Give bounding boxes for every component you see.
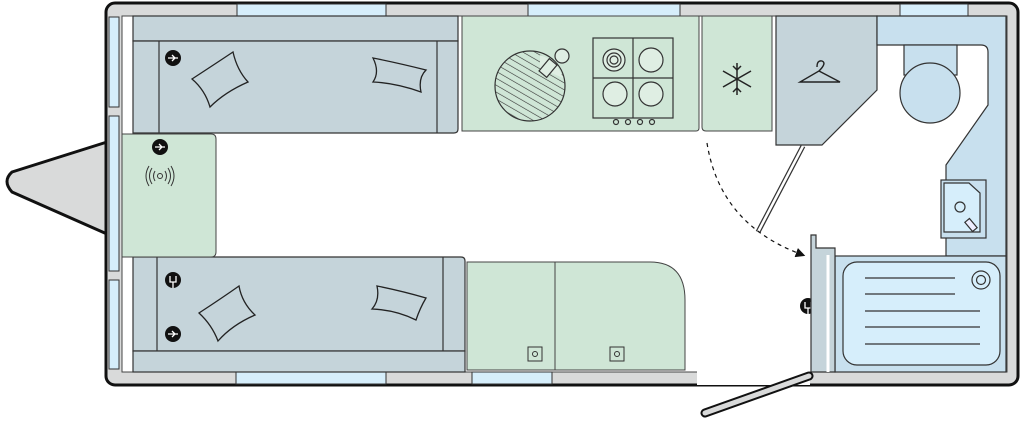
sink-icon	[940, 179, 987, 239]
wardrobe	[775, 15, 878, 146]
window	[527, 3, 681, 17]
wifi-signal-icon	[145, 165, 175, 187]
power-socket-icon	[165, 272, 181, 288]
window	[471, 371, 553, 385]
front-table	[121, 133, 217, 258]
bathroom-partition	[810, 234, 836, 373]
shower-icon	[865, 270, 991, 345]
a-frame-hitch	[5, 140, 109, 236]
hanger-icon	[797, 60, 841, 83]
door-swing-arrow	[706, 142, 806, 258]
kitchen-cabinets-bottom	[466, 261, 686, 371]
sink-round	[494, 48, 570, 122]
window	[108, 115, 120, 272]
shower-tray	[842, 261, 1001, 366]
tv-socket-icon	[527, 346, 625, 362]
pillow-icon	[370, 285, 427, 321]
window	[108, 279, 120, 370]
window	[235, 371, 387, 385]
window	[236, 3, 387, 17]
windows	[108, 3, 969, 385]
toilet-icon	[899, 44, 961, 124]
pillow-icon	[371, 57, 428, 94]
snowflake-icon	[722, 63, 752, 95]
hob-icon	[592, 37, 674, 126]
pillow-icon	[197, 284, 257, 343]
sofa-top	[132, 15, 459, 134]
sofa-bottom	[132, 256, 466, 373]
window	[899, 3, 969, 17]
window	[108, 16, 120, 108]
pillow-icon	[190, 50, 250, 109]
